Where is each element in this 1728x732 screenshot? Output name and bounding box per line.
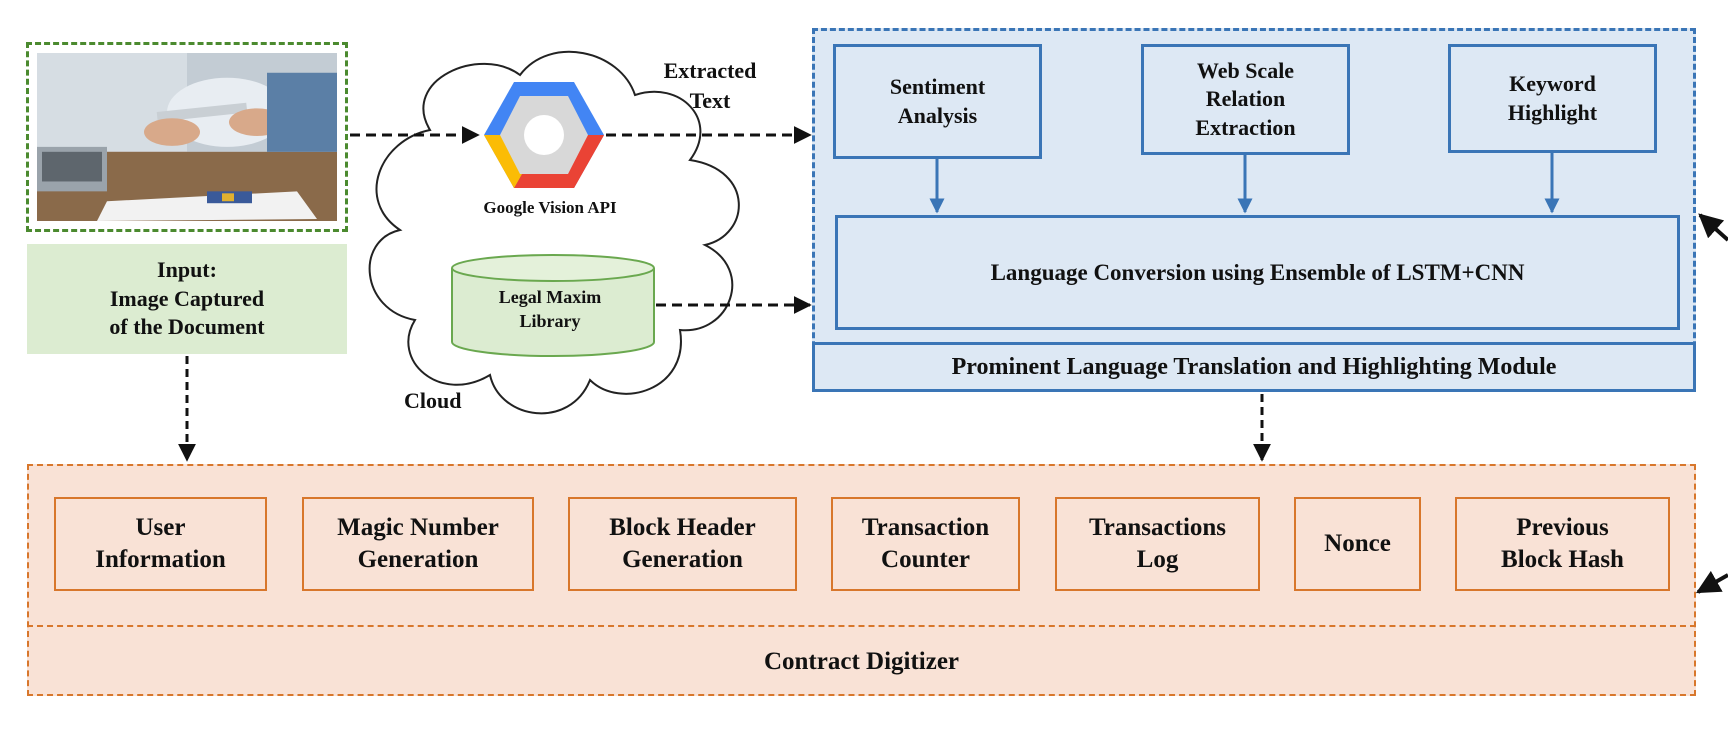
magic-number-generation-box: Magic Number Generation xyxy=(302,497,534,591)
right-edge-arrow-bottom xyxy=(1695,570,1728,594)
language-conversion-box: Language Conversion using Ensemble of LS… xyxy=(835,215,1680,330)
transaction-counter-box: Transaction Counter xyxy=(831,497,1020,591)
extracted-text-label: Extracted Text xyxy=(663,58,757,113)
user-information-box: User Information xyxy=(54,497,267,591)
keyword-highlight-box: Keyword Highlight xyxy=(1448,44,1657,153)
nonce-box: Nonce xyxy=(1294,497,1421,591)
web-scale-relation-extraction-box: Web Scale Relation Extraction xyxy=(1141,44,1350,155)
google-vision-logo-icon xyxy=(484,82,604,188)
legal-maxim-database-icon xyxy=(451,254,655,357)
block-header-generation-box: Block Header Generation xyxy=(568,497,797,591)
document-photo xyxy=(37,53,337,221)
cloud-label: Cloud xyxy=(404,388,462,413)
previous-block-hash-box: Previous Block Hash xyxy=(1455,497,1670,591)
transactions-log-box: Transactions Log xyxy=(1055,497,1260,591)
input-label: Input: Image Captured of the Document xyxy=(27,244,347,354)
translation-module-title: Prominent Language Translation and Highl… xyxy=(812,342,1696,392)
contract-digitizer-title: Contract Digitizer xyxy=(763,647,960,675)
legal-maxim-library-label: Legal Maxim Library xyxy=(498,287,602,332)
input-image-frame xyxy=(26,42,348,232)
google-vision-label: Google Vision API xyxy=(483,198,617,217)
right-edge-arrow-top xyxy=(1698,213,1728,242)
sentiment-analysis-box: Sentiment Analysis xyxy=(833,44,1042,159)
digitizer-divider xyxy=(27,625,1696,627)
document-photo-illustration xyxy=(37,53,337,221)
